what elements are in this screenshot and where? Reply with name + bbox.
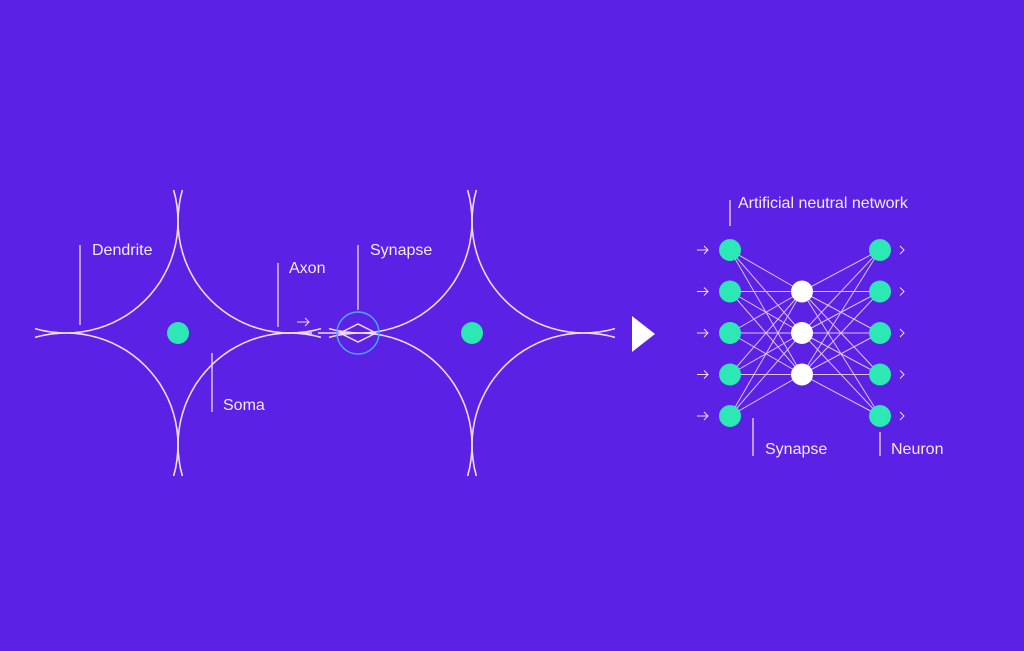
input-arrow-icon bbox=[697, 328, 709, 338]
input-arrow-icon bbox=[697, 370, 709, 379]
output-chevron-icon bbox=[899, 287, 905, 296]
ann-input-node bbox=[719, 239, 741, 261]
ann-connection bbox=[729, 332, 803, 417]
input-arrow-icon bbox=[697, 287, 709, 296]
label-soma: Soma bbox=[223, 397, 265, 414]
ann-connection bbox=[729, 291, 803, 375]
label-synapse-ann: Synapse bbox=[765, 441, 828, 458]
synapse-junction bbox=[339, 323, 377, 343]
ann-connection bbox=[729, 374, 803, 417]
ann-connection bbox=[801, 374, 881, 417]
neuron-left-dendrite-arc bbox=[177, 332, 322, 477]
ann-output-node bbox=[869, 239, 891, 261]
ann-connection bbox=[729, 291, 803, 334]
ann-connection bbox=[801, 332, 881, 375]
ann-connection bbox=[729, 291, 803, 417]
neuron-right-dendrite-arc bbox=[328, 332, 473, 477]
neuron-right-dendrite-arc bbox=[328, 189, 473, 334]
ann-input-node bbox=[719, 363, 741, 386]
neuron-right-dendrite-arc bbox=[471, 332, 616, 477]
ann-connection bbox=[729, 249, 803, 292]
label-dendrite: Dendrite bbox=[92, 242, 153, 259]
output-chevron-icon bbox=[899, 245, 905, 255]
ann-connection bbox=[801, 249, 881, 375]
ann-input-node bbox=[719, 405, 741, 427]
ann-connection bbox=[801, 291, 881, 375]
neuron-right-dendrite-arc bbox=[471, 189, 616, 334]
label-ann-title: Artificial neutral network bbox=[738, 195, 908, 212]
ann-connection bbox=[801, 249, 881, 292]
ann-hidden-node bbox=[791, 363, 813, 386]
neuron-left-dendrite-arc bbox=[34, 332, 179, 477]
synapse-highlight-ring bbox=[336, 311, 380, 355]
ann-connection bbox=[801, 249, 881, 334]
ann-hidden-node bbox=[791, 280, 813, 303]
neuron-left-soma-nucleus bbox=[167, 322, 189, 344]
output-chevron-icon bbox=[899, 370, 905, 379]
neuron-left-dendrite-arc bbox=[34, 189, 179, 334]
ann-input-node bbox=[719, 280, 741, 303]
label-synapse-bio: Synapse bbox=[370, 242, 433, 259]
ann-hidden-node bbox=[791, 322, 813, 344]
neuron-right-soma-nucleus bbox=[461, 322, 483, 344]
input-arrow-icon bbox=[697, 411, 709, 421]
output-chevron-icon bbox=[899, 411, 905, 421]
input-arrow-icon bbox=[697, 245, 709, 255]
label-axon: Axon bbox=[289, 260, 326, 277]
ann-output-node bbox=[869, 280, 891, 303]
ann-input-node bbox=[719, 322, 741, 344]
arrow-right-triangle-icon bbox=[632, 316, 655, 352]
label-neuron: Neuron bbox=[891, 441, 944, 458]
arrow-icon bbox=[297, 317, 310, 327]
ann-output-node bbox=[869, 322, 891, 344]
ann-output-node bbox=[869, 405, 891, 427]
ann-output-node bbox=[869, 363, 891, 386]
output-chevron-icon bbox=[899, 328, 905, 338]
